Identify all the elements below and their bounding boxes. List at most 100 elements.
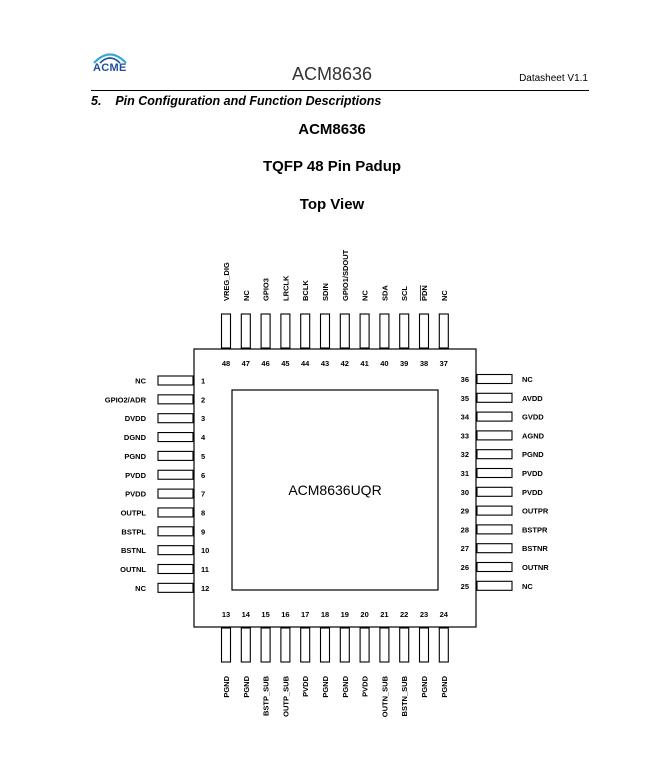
pin-lead-left <box>157 526 194 537</box>
pin-lead-left <box>157 394 194 405</box>
section-heading: Pin Configuration and Function Descripti… <box>115 94 382 108</box>
pin-lead-bottom <box>359 627 370 663</box>
pin-name: GVDD <box>522 413 544 422</box>
pin-lead-top <box>220 313 232 349</box>
pin-lead-bottom <box>379 627 390 663</box>
pin-name: PVDD <box>301 675 310 696</box>
datasheet-version: Datasheet V1.1 <box>519 73 588 84</box>
pin-lead-right <box>476 561 513 573</box>
pin-lead-bottom <box>280 627 291 663</box>
pin-number: 36 <box>461 375 469 384</box>
device-title: ACM8636 <box>298 121 366 138</box>
pin-name: OUTN_SUB <box>380 675 389 717</box>
pin-lead-right <box>476 543 513 554</box>
pin-name: BSTP_SUB <box>262 675 271 716</box>
pin-number: 34 <box>461 413 470 422</box>
header-divider <box>91 90 589 91</box>
pin-number: 21 <box>380 610 388 619</box>
pin-number: 38 <box>420 359 428 368</box>
pin-name: PVDD <box>361 675 370 696</box>
pin-lead-bottom <box>438 627 449 663</box>
pin-lead-right <box>476 411 513 422</box>
pin-number: 32 <box>461 450 469 459</box>
pin-lead-bottom <box>339 627 350 663</box>
pin-lead-left <box>157 450 194 461</box>
pin-lead-top <box>319 313 331 349</box>
pin-number: 19 <box>341 610 349 619</box>
pin-lead-bottom <box>260 627 271 663</box>
die-pad <box>231 389 439 591</box>
pin-name: SDA <box>380 285 389 301</box>
pin-name: GPIO2/ADR <box>105 395 147 404</box>
pin-lead-left <box>157 375 194 386</box>
pin-number: 40 <box>380 359 388 368</box>
pin-number: 29 <box>461 507 469 516</box>
pin-number: 30 <box>461 488 469 497</box>
pin-name: PVDD <box>125 471 146 480</box>
pin-lead-left <box>157 488 194 499</box>
pin-name: GPIO3 <box>262 278 271 301</box>
pin-lead-top <box>438 313 449 349</box>
pin-number: 3 <box>201 414 205 423</box>
pin-lead-left <box>157 431 194 443</box>
pin-number: 12 <box>201 584 209 593</box>
pin-lead-left <box>157 413 194 424</box>
pin-number: 16 <box>281 610 289 619</box>
pin-number: 42 <box>341 359 349 368</box>
pin-lead-bottom <box>418 627 430 663</box>
pin-number: 7 <box>201 490 205 499</box>
chip-label: ACM8636UQR <box>288 482 381 498</box>
pin-number: 48 <box>222 359 230 368</box>
pin-number: 45 <box>281 359 289 368</box>
pin-name: DVDD <box>125 414 147 423</box>
pin-name: BSTNL <box>121 546 146 555</box>
pin-number: 44 <box>301 359 310 368</box>
pin-name: LRCLK <box>281 275 290 301</box>
pin-number: 46 <box>261 359 269 368</box>
pin-name: PGND <box>341 675 350 697</box>
pin-name: BSTPR <box>522 525 548 534</box>
pin-lead-left <box>157 545 194 556</box>
pin-lead-bottom <box>399 627 410 663</box>
pin-name: NC <box>440 290 449 301</box>
pin-name: PDN <box>420 285 429 301</box>
pin-name: PVDD <box>125 490 146 499</box>
pin-name: OUTP_SUB <box>281 675 290 716</box>
pin-number: 11 <box>201 565 209 574</box>
pin-lead-right <box>476 580 513 591</box>
pin-number: 15 <box>261 610 269 619</box>
section-title: 5. Pin Configuration and Function Descri… <box>91 94 381 108</box>
pin-lead-top <box>280 313 291 349</box>
pin-number: 27 <box>461 544 469 553</box>
pin-name: PGND <box>222 675 231 697</box>
pin-lead-bottom <box>220 627 232 663</box>
pin-lead-top <box>339 313 350 349</box>
pin-number: 22 <box>400 610 408 619</box>
pin-number: 47 <box>242 359 250 368</box>
pin-number: 9 <box>201 527 205 536</box>
pin-name: NC <box>361 290 370 301</box>
pin-number: 2 <box>201 395 205 404</box>
pin-number: 37 <box>440 359 448 368</box>
pin-lead-right <box>476 524 513 535</box>
pin-number: 43 <box>321 359 329 368</box>
pin-name: NC <box>522 375 533 384</box>
pin-name: PVDD <box>522 488 543 497</box>
pin-lead-left <box>157 563 194 575</box>
pin-name: NC <box>522 582 533 591</box>
logo-text: ACME <box>93 62 127 74</box>
pin-lead-top <box>300 313 311 349</box>
pin-lead-right <box>476 505 513 516</box>
pin-name: PGND <box>440 675 449 697</box>
pin-lead-right <box>476 392 513 403</box>
pin-number: 14 <box>242 610 251 619</box>
pin-number: 26 <box>461 563 469 572</box>
pin-lead-top <box>240 313 251 349</box>
pin-number: 13 <box>222 610 230 619</box>
pin-name: PGND <box>321 675 330 697</box>
pin-name: NC <box>135 584 146 593</box>
pin-number: 1 <box>201 377 205 386</box>
pin-number: 31 <box>461 469 469 478</box>
pin-lead-right <box>476 373 513 385</box>
pin-name: OUTPL <box>121 508 147 517</box>
